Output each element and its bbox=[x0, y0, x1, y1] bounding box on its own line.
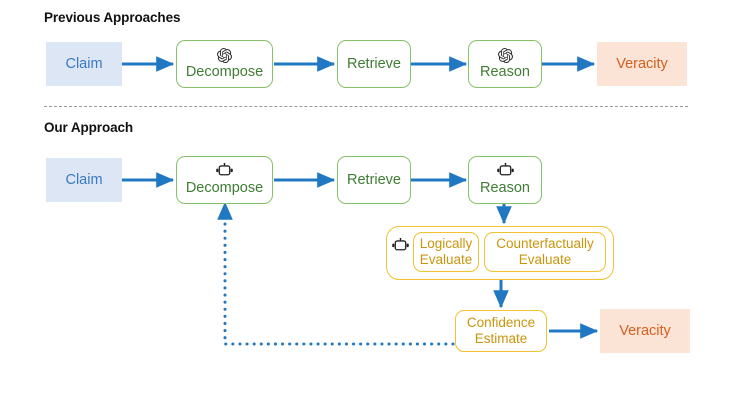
section-title-our-approach: Our Approach bbox=[44, 120, 134, 135]
node-label: Reason bbox=[480, 63, 530, 80]
openai-logo-icon bbox=[497, 47, 513, 63]
openai-logo-icon bbox=[217, 47, 232, 63]
node-label-line2: Evaluate bbox=[518, 252, 572, 267]
section-divider bbox=[44, 106, 688, 107]
node-label: Decompose bbox=[185, 63, 264, 80]
node-label: Reason bbox=[480, 180, 530, 197]
node-label: Decompose bbox=[185, 180, 264, 197]
node-counterfactually-evaluate[interactable]: Counterfactually Evaluate bbox=[484, 232, 606, 272]
node-claim-ours[interactable]: Claim bbox=[46, 158, 122, 202]
node-reason-ours[interactable]: Reason bbox=[468, 156, 542, 204]
section-title-previous-approaches: Previous Approaches bbox=[44, 10, 181, 25]
node-label-line1: Counterfactually bbox=[496, 236, 594, 252]
node-label-line1: Confidence bbox=[466, 315, 536, 331]
node-confidence-estimate[interactable]: Confidence Estimate bbox=[455, 310, 547, 352]
node-logically-evaluate[interactable]: Logically Evaluate bbox=[413, 232, 479, 272]
node-label: Retrieve bbox=[347, 55, 401, 72]
node-decompose-previous[interactable]: Decompose bbox=[176, 40, 273, 88]
robot-icon bbox=[496, 163, 514, 179]
node-veracity-ours[interactable]: Veracity bbox=[600, 309, 690, 353]
node-claim-previous[interactable]: Claim bbox=[46, 42, 122, 86]
node-label: Veracity bbox=[619, 322, 671, 339]
node-retrieve-ours[interactable]: Retrieve bbox=[337, 156, 411, 204]
node-label: Retrieve bbox=[347, 171, 401, 188]
node-label-line2: Estimate bbox=[474, 331, 528, 346]
node-label-line1: Logically bbox=[419, 236, 473, 252]
robot-icon bbox=[216, 163, 233, 179]
node-label: Claim bbox=[65, 55, 103, 72]
robot-icon bbox=[392, 237, 409, 254]
node-veracity-previous[interactable]: Veracity bbox=[597, 42, 687, 86]
node-retrieve-previous[interactable]: Retrieve bbox=[337, 40, 411, 88]
node-decompose-ours[interactable]: Decompose bbox=[176, 156, 273, 204]
feedback-path-confidence-to-decompose bbox=[217, 201, 455, 346]
node-label: Claim bbox=[65, 171, 103, 188]
node-reason-previous[interactable]: Reason bbox=[468, 40, 542, 88]
node-label: Veracity bbox=[616, 55, 668, 72]
node-label-line2: Evaluate bbox=[419, 252, 473, 267]
